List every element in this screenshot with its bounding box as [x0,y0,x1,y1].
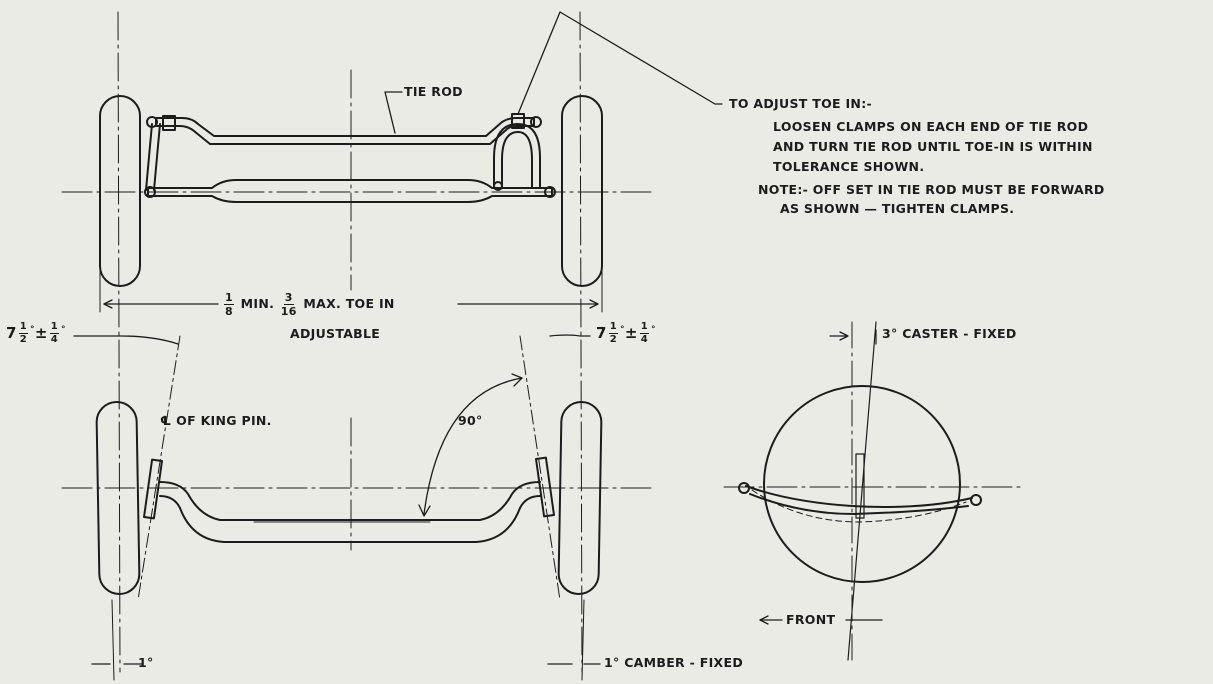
tie-rod-leader [384,91,403,134]
adjustable-label: ADJUSTABLE [290,326,381,341]
kingpin-axis-left [137,335,181,601]
caster-view [723,321,1023,661]
toe-arrow-right [589,299,599,309]
caster-wheel [763,385,961,583]
kingpin-axis-right [519,335,561,601]
ninety-arrow-top [511,373,523,387]
camber-fixed-label: 1° CAMBER - FIXED [604,655,744,670]
toe-adjust-line-3: TOLERANCE SHOWN. [773,159,925,174]
kingpin-right [535,456,555,518]
camber-line-left [111,599,115,681]
axle-beam-front [159,481,541,543]
note-line-1: NOTE:- OFF SET IN TIE ROD MUST BE FORWAR… [758,182,1105,197]
vertical-centerline-right [579,11,583,673]
front-label: FRONT [786,612,836,627]
arm-joint-right [493,181,503,191]
axle-beam-top [147,179,553,203]
kingpin-left [143,458,163,520]
camber-line-right [581,599,585,681]
top-view [61,11,723,673]
ninety-degree-arc [423,377,523,515]
leaf-spring-dashed [751,489,967,523]
vertical-centerline-left [117,11,121,673]
wheel-front-right [557,401,603,595]
tie-rod-end-right [530,116,542,128]
angle-leader-left [73,335,179,345]
front-arrow-head [759,615,769,625]
steering-arm-right [493,123,541,189]
toe-min-word: MIN. [240,296,275,311]
steering-arm-left [145,123,161,191]
ninety-degree-label: 90° [458,413,483,428]
toe-max-word: MAX. TOE IN [303,296,395,311]
pivot-top-left [144,186,156,198]
angle-leader-right [549,334,591,337]
wheel-top-right [561,95,603,287]
toe-arrow-left [103,299,113,309]
pivot-top-right [544,186,556,198]
toe-adjust-line-2: AND TURN TIE ROD UNTIL TOE-IN IS WITHIN [773,139,1093,154]
tie-rod-end-left [146,116,158,128]
front-view [61,334,656,681]
toe-adjust-title: TO ADJUST TOE IN:- [729,96,872,111]
clamp-left [162,115,176,131]
ninety-arrow-bottom [418,504,431,517]
caster-fixed-label: 3° CASTER - FIXED [882,326,1017,341]
spring-eye-left [738,482,750,494]
tie-rod-label: TIE ROD [404,84,463,99]
axle-seat [855,453,865,519]
note-line-2: AS SHOWN — TIGHTEN CLAMPS. [780,201,1015,216]
toe-adjust-line-1: LOOSEN CLAMPS ON EACH END OF TIE ROD [773,119,1089,134]
toe-adjust-leader [517,11,723,115]
camber-left-label: 1° [138,655,154,670]
spring-eye-right [970,494,982,506]
leaf-spring [745,485,973,515]
tie-rod [155,117,535,145]
king-pin-label: ℄ OF KING PIN. [160,413,272,428]
wheel-top-left [99,95,141,287]
caster-arrow [829,331,849,341]
wheel-front-left [95,401,141,595]
caster-axis [847,321,877,661]
